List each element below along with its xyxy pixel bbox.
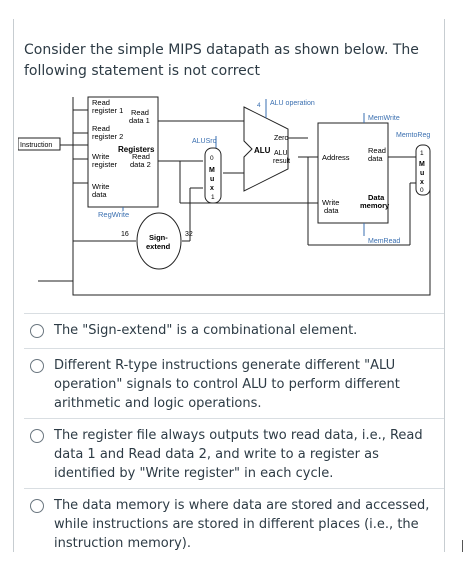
memread-label: MemRead: [368, 238, 400, 245]
radio-button[interactable]: [30, 324, 44, 338]
alu-mux-m: M: [209, 167, 215, 174]
question-text: Consider the simple MIPS datapath as sho…: [24, 42, 419, 79]
alu-operation-label: ALU operation: [270, 100, 315, 107]
memwrite-label: MemWrite: [368, 115, 400, 122]
read-data-1-line1: Read: [131, 108, 149, 117]
sign-extend-unit: [136, 212, 182, 270]
answer-option-4[interactable]: The data memory is where data are stored…: [30, 496, 442, 553]
mem-write-data-line1: Write: [322, 198, 339, 207]
read-data-2-line2: data 2: [130, 160, 151, 169]
memtoreg-mux: [415, 144, 431, 196]
width-16-label: 16: [121, 231, 129, 238]
write-data-line1: Write: [92, 182, 109, 191]
data-memory-line1: Data: [368, 193, 385, 202]
alu-result-line2: result: [273, 158, 290, 165]
radio-button[interactable]: [30, 499, 44, 513]
regwrite-label: RegWrite: [98, 210, 129, 219]
read-data-1-line2: data 1: [129, 116, 150, 125]
alu-label: ALU: [254, 146, 271, 155]
registers-label: Registers: [118, 145, 155, 154]
divider-1: [24, 313, 444, 314]
write-register-line1: Write: [92, 152, 109, 161]
write-register-line2: register: [92, 160, 118, 169]
out-mux-in-1: 1: [420, 150, 424, 157]
answer-option-1[interactable]: The "Sign-extend" is a combinational ele…: [30, 321, 442, 340]
write-data-line2: data: [92, 190, 107, 199]
mem-read-data-line1: Read: [368, 146, 386, 155]
sign-extend-line2: extend: [146, 242, 171, 251]
address-label: Address: [322, 153, 350, 162]
answer-option-2-text: Different R-type instructions generate d…: [54, 358, 400, 411]
data-memory-line2: memory: [360, 201, 390, 210]
register-file: [87, 96, 159, 208]
read-data-2-line1: Read: [132, 152, 150, 161]
zero-label: Zero: [274, 135, 289, 142]
mem-write-data-line2: data: [324, 206, 339, 215]
answer-option-2[interactable]: Different R-type instructions generate d…: [30, 356, 442, 413]
data-memory: [317, 122, 389, 224]
mips-datapath-diagram: Read register 1 Read register 2 Write re…: [18, 96, 431, 296]
alu-unit: [243, 106, 289, 192]
mem-read-data-line2: data: [368, 154, 383, 163]
divider-2: [24, 348, 444, 349]
radio-button[interactable]: [30, 429, 44, 443]
alu-mux-in-0: 0: [210, 155, 214, 162]
alu-mux-in-1: 1: [211, 194, 215, 201]
answer-option-3[interactable]: The register file always outputs two rea…: [30, 426, 442, 483]
answer-option-3-text: The register file always outputs two rea…: [54, 428, 423, 481]
text-cursor: [462, 540, 463, 552]
alu-result-line1: ALU: [274, 150, 288, 157]
answer-option-1-text: The "Sign-extend" is a combinational ele…: [54, 323, 358, 338]
alu-src-mux: [204, 147, 222, 204]
instruction-label: Instruction: [20, 142, 52, 149]
out-mux-u: u: [420, 170, 424, 177]
read-register-2-line1: Read: [92, 124, 110, 133]
sign-extend-line1: Sign-: [149, 233, 168, 242]
question-card: [13, 19, 445, 552]
answer-option-4-text: The data memory is where data are stored…: [54, 498, 430, 551]
memtoreg-label: MemtoReg: [396, 132, 430, 139]
read-register-1-line1: Read: [92, 98, 110, 107]
out-mux-in-0: 0: [420, 187, 424, 194]
alu-mux-x: x: [210, 185, 214, 192]
width-32-label: 32: [185, 231, 193, 238]
out-mux-x: x: [420, 179, 424, 186]
radio-button[interactable]: [30, 359, 44, 373]
read-register-1-line2: register 1: [92, 106, 123, 115]
divider-4: [24, 488, 444, 489]
alu-op-width: 4: [257, 102, 261, 109]
out-mux-m: M: [419, 161, 425, 168]
read-register-2-line2: register 2: [92, 132, 123, 141]
alusrc-label: ALUSrc: [192, 138, 217, 145]
alu-mux-u: u: [210, 176, 214, 183]
divider-3: [24, 418, 444, 419]
